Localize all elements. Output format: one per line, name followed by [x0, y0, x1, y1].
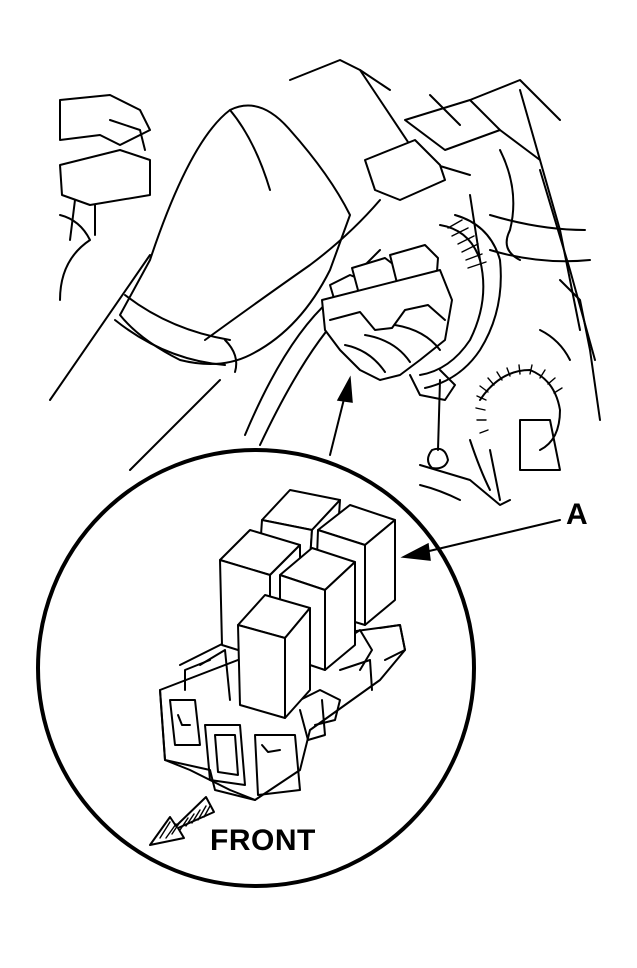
front-direction-label: FRONT: [210, 824, 316, 857]
harness-wrap-stripes: [447, 219, 487, 269]
callout-a-leader: [400, 519, 561, 561]
engine-bay-background: [49, 59, 601, 506]
serrated-edge: [475, 364, 563, 434]
front-direction-arrow: [149, 796, 215, 846]
callout-label-a: A: [566, 498, 588, 531]
location-pointer-arrow: [329, 375, 353, 456]
relay-cluster-installed: [321, 244, 456, 401]
relay-block-detail: [159, 489, 406, 801]
